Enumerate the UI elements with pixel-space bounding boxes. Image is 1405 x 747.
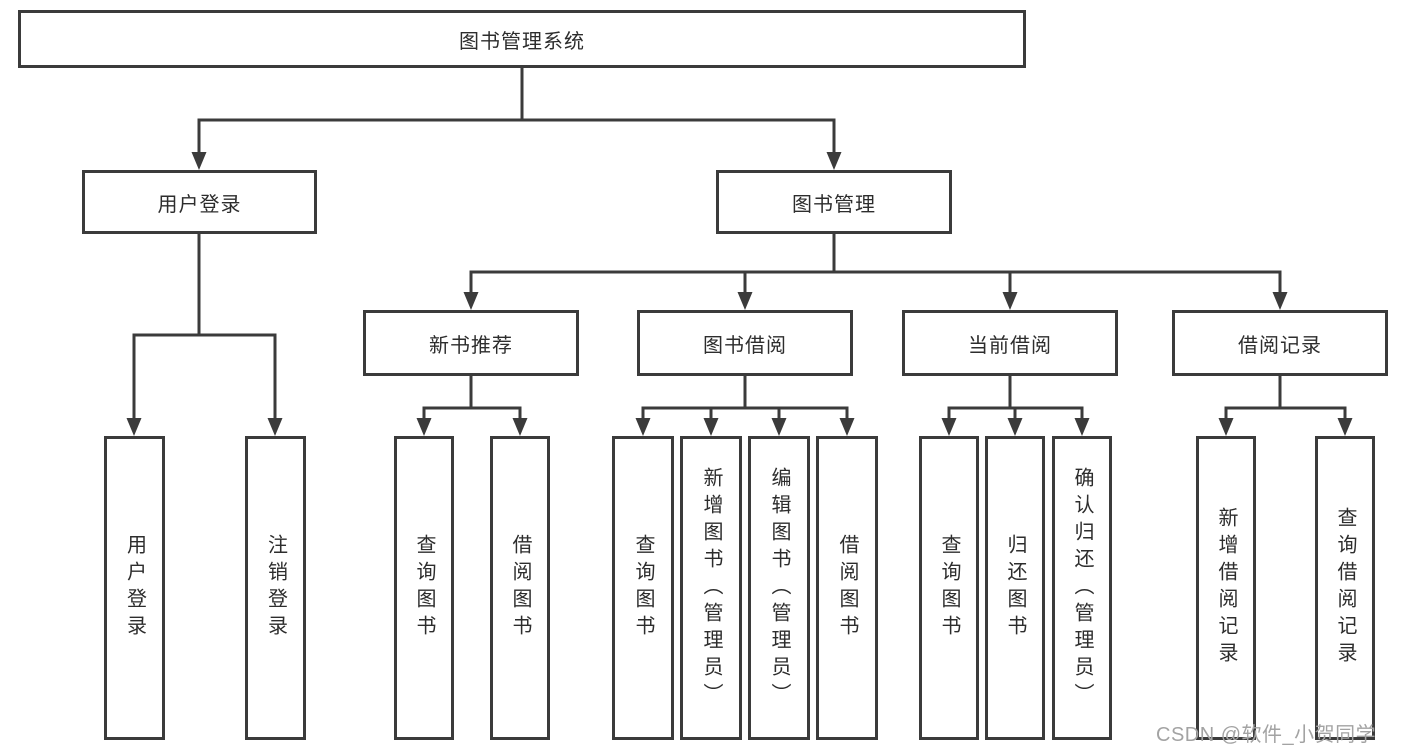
node-cb-confirm-return-admin: 确认归还（管理员） bbox=[1052, 436, 1112, 740]
node-cb-return-books-label: 归还图书 bbox=[1004, 534, 1026, 642]
node-current-borrowing: 当前借阅 bbox=[902, 310, 1118, 376]
node-new-book-recommend-label: 新书推荐 bbox=[429, 334, 513, 357]
node-book-management-label: 图书管理 bbox=[792, 193, 876, 216]
node-current-borrowing-label: 当前借阅 bbox=[968, 334, 1052, 357]
node-borrowing-records-label: 借阅记录 bbox=[1238, 334, 1322, 357]
node-bb-add-books-admin-label: 新增图书（管理员） bbox=[700, 466, 722, 710]
node-book-borrowing: 图书借阅 bbox=[637, 310, 853, 376]
connector-path bbox=[132, 68, 1347, 419]
node-user-login: 用户登录 bbox=[82, 170, 317, 234]
node-br-add-record: 新增借阅记录 bbox=[1196, 436, 1256, 740]
node-nbr-query-books-label: 查询图书 bbox=[413, 534, 435, 642]
node-br-add-record-label: 新增借阅记录 bbox=[1215, 507, 1237, 669]
node-logout-action: 注销登录 bbox=[245, 436, 306, 740]
node-user-login-action: 用户登录 bbox=[104, 436, 165, 740]
node-bb-edit-books-admin: 编辑图书（管理员） bbox=[748, 436, 810, 740]
node-br-query-record: 查询借阅记录 bbox=[1315, 436, 1375, 740]
node-nbr-borrow-books: 借阅图书 bbox=[490, 436, 550, 740]
node-library-system: 图书管理系统 bbox=[18, 10, 1026, 68]
node-bb-add-books-admin: 新增图书（管理员） bbox=[680, 436, 742, 740]
csdn-watermark: CSDN @软件_小贺同学 bbox=[1156, 724, 1377, 746]
node-cb-confirm-return-admin-label: 确认归还（管理员） bbox=[1071, 466, 1093, 710]
node-logout-action-label: 注销登录 bbox=[264, 534, 287, 642]
arrow-down-icons bbox=[126, 152, 1353, 436]
node-borrowing-records: 借阅记录 bbox=[1172, 310, 1388, 376]
node-cb-query-books: 查询图书 bbox=[919, 436, 979, 740]
node-user-login-label: 用户登录 bbox=[157, 193, 242, 216]
node-cb-query-books-label: 查询图书 bbox=[938, 534, 960, 642]
node-book-management: 图书管理 bbox=[716, 170, 952, 234]
node-nbr-query-books: 查询图书 bbox=[394, 436, 454, 740]
node-new-book-recommend: 新书推荐 bbox=[363, 310, 579, 376]
node-bb-query-books: 查询图书 bbox=[612, 436, 674, 740]
node-cb-return-books: 归还图书 bbox=[985, 436, 1045, 740]
node-user-login-action-label: 用户登录 bbox=[123, 534, 146, 642]
node-br-query-record-label: 查询借阅记录 bbox=[1334, 507, 1356, 669]
node-book-borrowing-label: 图书借阅 bbox=[703, 334, 787, 357]
node-bb-edit-books-admin-label: 编辑图书（管理员） bbox=[768, 466, 790, 710]
node-bb-borrow-books: 借阅图书 bbox=[816, 436, 878, 740]
node-bb-borrow-books-label: 借阅图书 bbox=[836, 534, 858, 642]
node-bb-query-books-label: 查询图书 bbox=[632, 534, 654, 642]
node-library-system-label: 图书管理系统 bbox=[459, 30, 585, 53]
node-nbr-borrow-books-label: 借阅图书 bbox=[509, 534, 531, 642]
